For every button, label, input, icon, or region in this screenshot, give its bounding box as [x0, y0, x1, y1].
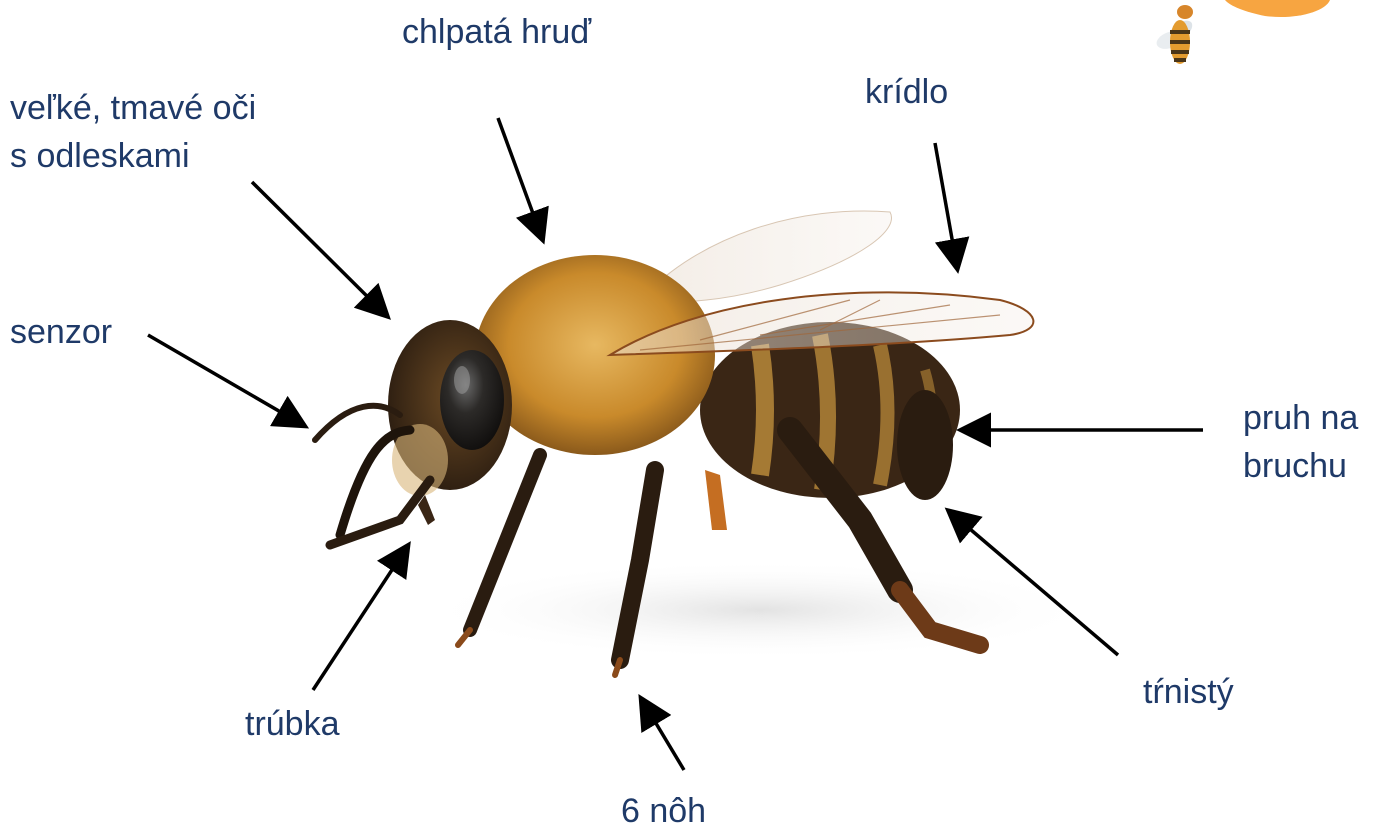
arrow-tongue	[313, 547, 407, 690]
label-wing: krídlo	[865, 68, 948, 116]
label-abdomen-stripe: pruh na bruchu	[1243, 394, 1358, 490]
label-six-legs: 6 nôh	[621, 787, 706, 835]
label-hairy-thorax: chlpatá hruď	[402, 8, 591, 56]
label-proboscis: trúbka	[245, 700, 340, 748]
arrow-thorax	[498, 118, 542, 238]
small-bee-icon	[1130, 0, 1387, 80]
label-antenna: senzor	[10, 308, 112, 356]
thorax	[475, 255, 715, 455]
label-big-dark-eyes: veľké, tmavé oči s odleskami	[10, 84, 256, 180]
label-sting: tŕnistý	[1143, 668, 1234, 716]
bee-shadow	[420, 560, 1100, 660]
pointer-arrows	[148, 118, 1203, 770]
compound-eye	[440, 350, 504, 450]
back-leg-hidden	[705, 470, 727, 530]
arrow-eyes	[252, 182, 386, 315]
arrow-legs	[642, 700, 684, 770]
arrow-wing	[935, 143, 957, 267]
arrow-antenna	[148, 335, 303, 425]
